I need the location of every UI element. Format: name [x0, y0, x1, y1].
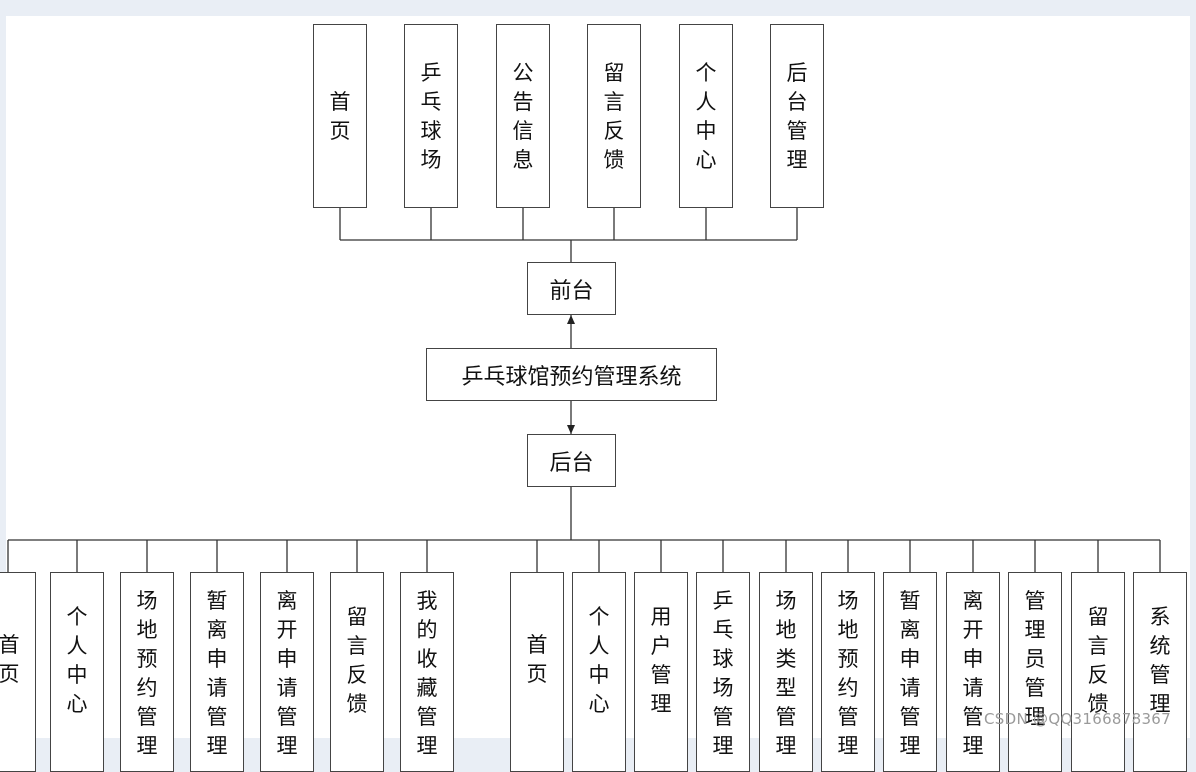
user-back-module-4: 离开申请管理	[260, 572, 314, 772]
admin-back-module-5: 场地预约管理	[821, 572, 875, 772]
front-module-2: 公告信息	[496, 24, 550, 208]
admin-back-module-8: 管理员管理	[1008, 572, 1062, 772]
admin-back-module-10: 系统管理	[1133, 572, 1187, 772]
front-module-1: 乒乓球场	[404, 24, 458, 208]
admin-back-module-3: 乒乓球场管理	[696, 572, 750, 772]
front-module-4: 个人中心	[679, 24, 733, 208]
watermark: CSDN @QQ3166878367	[984, 710, 1171, 728]
front-node: 前台	[527, 262, 616, 315]
user-back-module-6: 我的收藏管理	[400, 572, 454, 772]
connector-lines	[7, 208, 1161, 572]
user-back-module-3: 暂离申请管理	[190, 572, 244, 772]
arrow-to-front	[567, 315, 575, 324]
front-module-5: 后台管理	[770, 24, 824, 208]
system-node: 乒乓球馆预约管理系统	[426, 348, 717, 401]
admin-back-module-9: 留言反馈	[1071, 572, 1125, 772]
arrow-to-back	[567, 425, 575, 434]
admin-back-module-6: 暂离申请管理	[883, 572, 937, 772]
admin-back-module-0: 首页	[510, 572, 564, 772]
admin-back-module-7: 离开申请管理	[946, 572, 1000, 772]
admin-back-module-1: 个人中心	[572, 572, 626, 772]
front-module-3: 留言反馈	[587, 24, 641, 208]
admin-back-module-4: 场地类型管理	[759, 572, 813, 772]
front-module-0: 首页	[313, 24, 367, 208]
user-back-module-5: 留言反馈	[330, 572, 384, 772]
user-back-module-0: 首页	[0, 572, 36, 772]
user-back-module-1: 个人中心	[50, 572, 104, 772]
user-back-module-2: 场地预约管理	[120, 572, 174, 772]
back-node: 后台	[527, 434, 616, 487]
admin-back-module-2: 用户管理	[634, 572, 688, 772]
